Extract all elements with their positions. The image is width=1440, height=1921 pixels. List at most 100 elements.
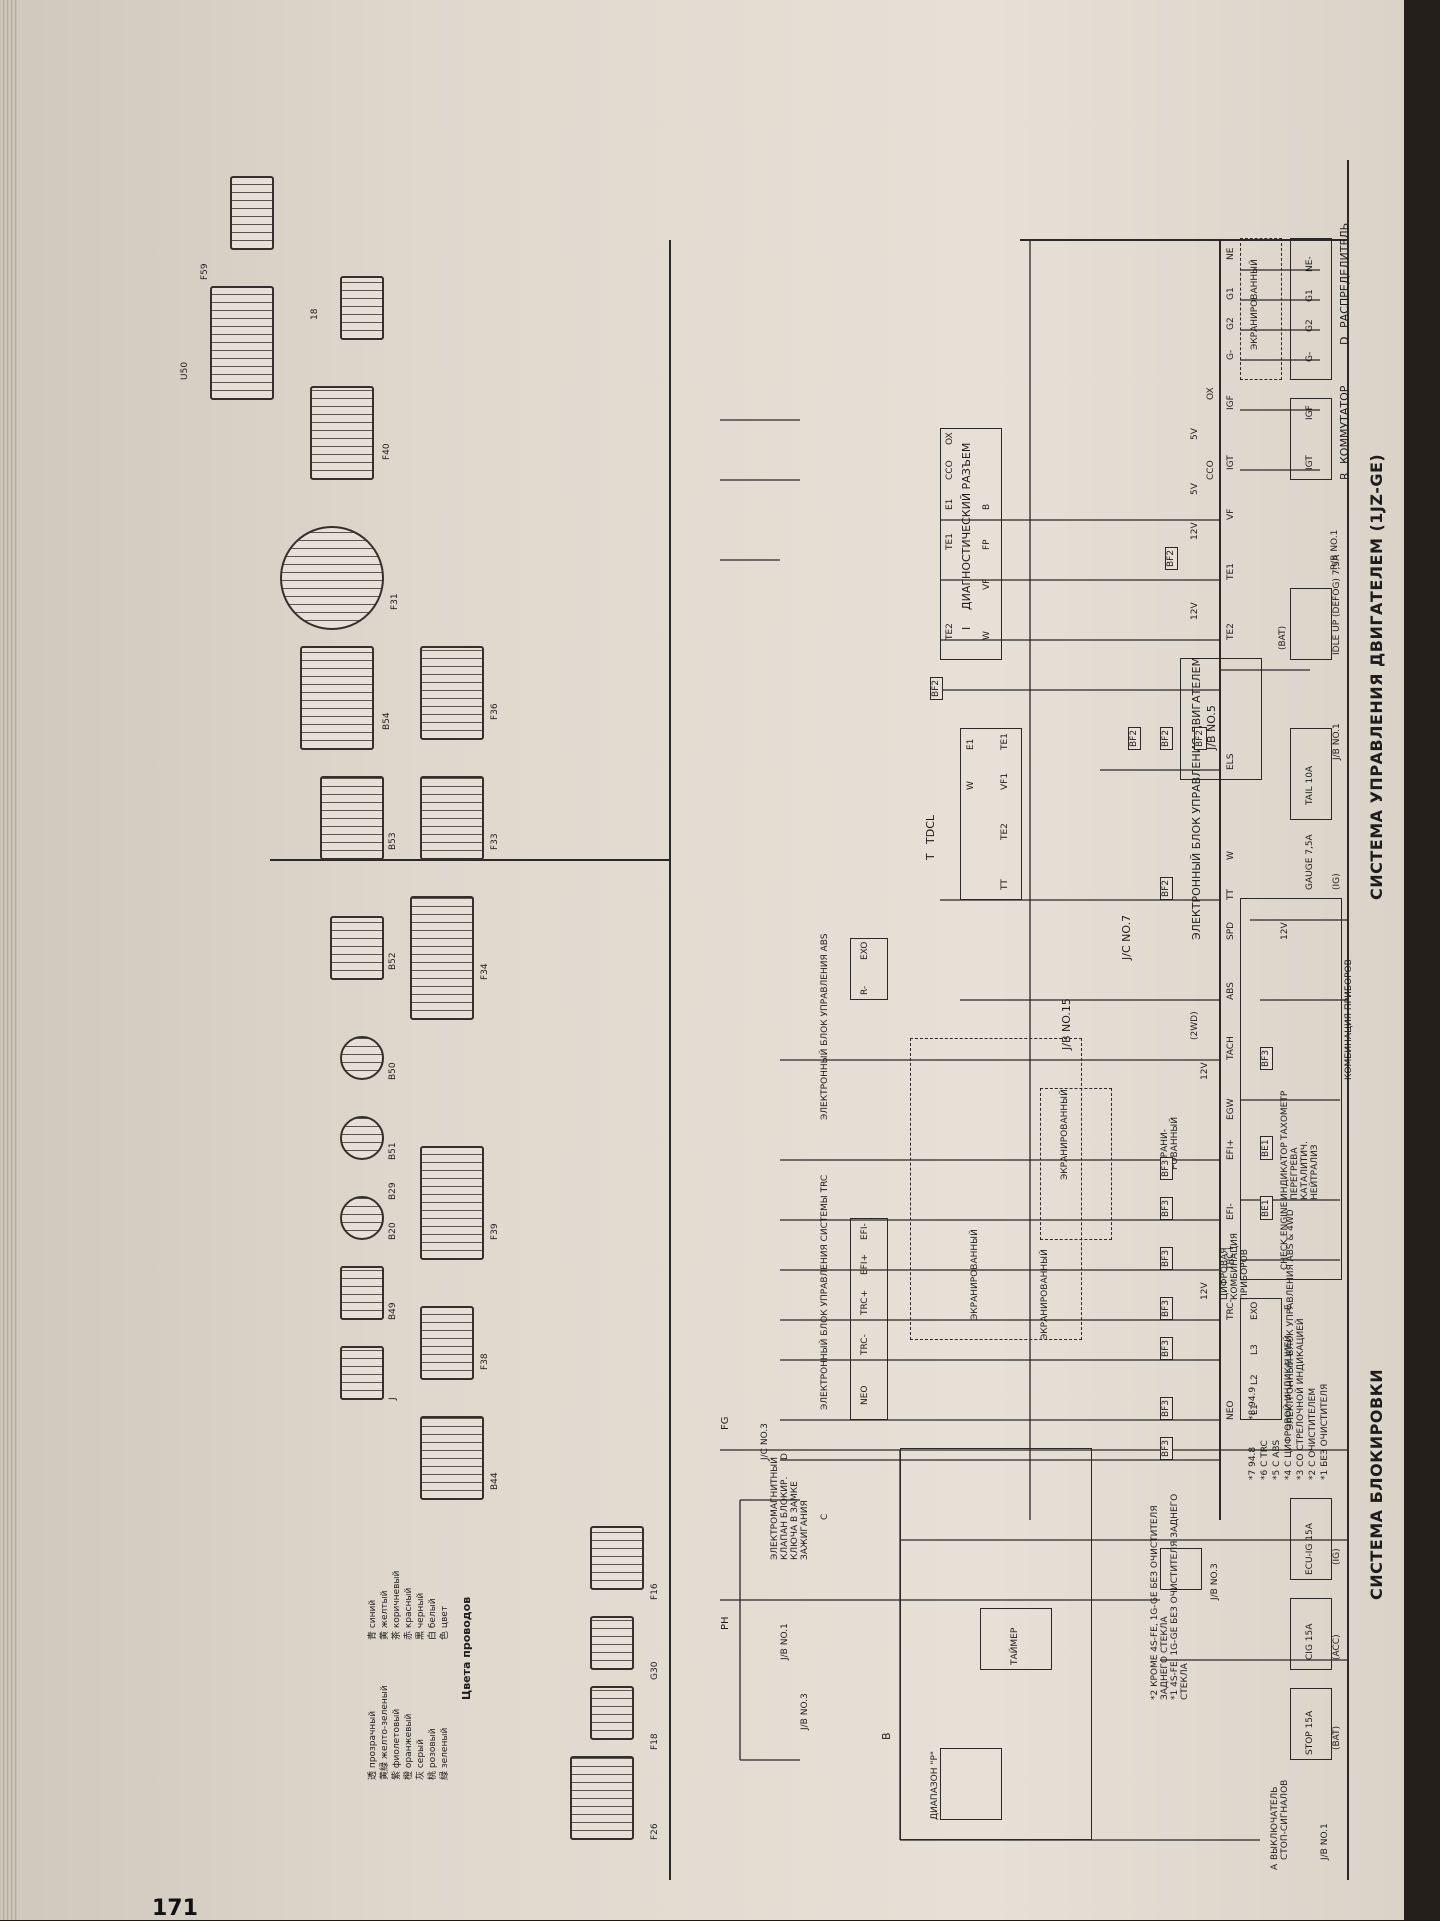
stop-switch-jb: J/B NO.1 xyxy=(1320,1823,1330,1860)
tdcl-pin: TT xyxy=(1000,879,1010,890)
trc-pin: TRC+ xyxy=(860,1289,870,1315)
wire-color-item: 橙 оранжевый xyxy=(404,1713,414,1780)
connector-code: B52 xyxy=(388,952,398,970)
bf-tag: BF3 xyxy=(1160,1156,1173,1180)
wire-color-item: 紫 фиолетовый xyxy=(392,1708,402,1780)
solenoid-letter: C xyxy=(820,1513,830,1520)
volt-label: 12V xyxy=(1200,1282,1210,1300)
bf-tag: BF2 xyxy=(1160,726,1173,750)
diag-pin: OX xyxy=(945,432,955,445)
connector-icon xyxy=(340,1116,384,1160)
connector-code: F40 xyxy=(382,443,392,460)
igniter-pin: IGT xyxy=(1305,455,1315,470)
tdcl-pin: E1 xyxy=(966,738,976,750)
diagram-sheet: СИСТЕМА УПРАВЛЕНИЯ ДВИГАТЕЛЕМ (1JZ-GE) D… xyxy=(160,120,1400,1900)
ecu-pin: CCO xyxy=(1206,460,1216,480)
ecu-pin: NEO xyxy=(1226,1400,1236,1420)
idle-fuse-label: IDLE UP (DEFOG) 7,5A xyxy=(1332,554,1342,655)
shield-box xyxy=(1240,238,1282,380)
connector-code: F34 xyxy=(480,963,490,980)
connector-code: B29 xyxy=(388,1182,398,1200)
note: *2 С ОЧИСТИТЕЛЕМ xyxy=(1308,1387,1318,1480)
ecu-pin: IGT xyxy=(1226,455,1236,470)
fuse-name: STOP 15A xyxy=(1305,1710,1315,1755)
ecu-pin: TRC+ xyxy=(1226,1244,1236,1270)
tdcl-box xyxy=(960,728,1022,900)
stop-switch-label: ВЫКЛЮЧАТЕЛЬ СТОП-СИГНАЛОВ xyxy=(1270,1779,1290,1860)
bf-tag: BF2 xyxy=(1128,726,1141,750)
ecu-pin: ABS xyxy=(1226,982,1236,1000)
bf-tag: BF2 xyxy=(1194,726,1207,750)
ecu-pin: EGW xyxy=(1226,1098,1236,1120)
lock-jb1: J/B NO.1 xyxy=(780,1623,790,1660)
wire-color-item: 黄緑 желто-зеленый xyxy=(380,1685,390,1780)
tdcl-letter: T xyxy=(924,853,937,860)
abs-ecu-letter: E xyxy=(1284,1304,1294,1310)
connector-code: F33 xyxy=(490,833,500,850)
tdcl-label: TDCL xyxy=(924,815,937,844)
note: *5 С ABS xyxy=(1272,1439,1282,1480)
wire-color-item: 青 синий xyxy=(368,1599,378,1640)
point-b: B xyxy=(880,1732,893,1740)
abs2-pin: EXO xyxy=(860,941,870,960)
igniter-letter: R xyxy=(1338,472,1351,480)
connector-code: B53 xyxy=(388,832,398,850)
twd-label: (2WD) xyxy=(1190,1011,1200,1040)
ecu-pin: IGF xyxy=(1226,395,1236,410)
connector-icon xyxy=(570,1756,634,1840)
fuse-name: CIG 15A xyxy=(1305,1623,1315,1660)
connector-icon xyxy=(420,1146,484,1260)
combination-meter-title: КОМБИНАЦИЯ ПРИБОРОВ xyxy=(1344,959,1354,1080)
volt-label: 12V xyxy=(1190,522,1200,540)
connector-icon xyxy=(230,176,274,250)
trc-pin: EFI+ xyxy=(860,1253,870,1275)
distributor-label: РАСПРЕДЕЛИТЕЛЬ xyxy=(1338,222,1351,328)
wire-color-item: 透 прозрачный xyxy=(368,1710,378,1780)
tdcl-pin: TE2 xyxy=(1000,823,1010,840)
trc-pin: NEO xyxy=(860,1385,870,1405)
shielded-label: ЭКРАНИРОВАННЫЙ xyxy=(970,1229,980,1320)
stop-switch-letter: A xyxy=(1270,1863,1280,1870)
connector-code: F36 xyxy=(490,703,500,720)
bf-tag: BF3 xyxy=(1160,1336,1173,1360)
volt-label: 12V xyxy=(1190,602,1200,620)
shielded-label: ЭКРАНИРОВАННЫЙ xyxy=(1060,1089,1070,1180)
jc3-label: J/C NO.3 xyxy=(760,1423,770,1460)
ecu-pin: TE2 xyxy=(1226,623,1236,640)
trc-pin: EFI- xyxy=(860,1223,870,1240)
diag-pin: W xyxy=(982,631,992,640)
ecu-pin: NE xyxy=(1226,247,1236,260)
distributor-pin: G- xyxy=(1305,351,1315,362)
bf-tag: BF3 xyxy=(1160,1246,1173,1270)
ecu-pin: TT xyxy=(1226,889,1236,900)
diag-pin: B xyxy=(982,503,992,510)
wire-color-item: 茶 коричневый xyxy=(392,1570,402,1640)
bf-tag: BF2 xyxy=(1165,546,1178,570)
shielded-label: ЭКРАНИРОВАННЫЙ xyxy=(1040,1249,1050,1340)
volt-label: 5V xyxy=(1190,428,1200,440)
rotated-diagram: СИСТЕМА УПРАВЛЕНИЯ ДВИГАТЕЛЕМ (1JZ-GE) D… xyxy=(160,120,1400,1900)
connector-icon xyxy=(590,1686,634,1740)
connector-code: F59 xyxy=(200,263,210,280)
tdcl-pin: VF1 xyxy=(1000,772,1010,790)
distributor-pin: G2 xyxy=(1305,319,1315,332)
note: *7 94.8 xyxy=(1248,1446,1258,1480)
lock-note: *2 КРОМЕ 4S-FE, 1G-GE БЕЗ ОЧИСТИТЕЛЯ ЗАД… xyxy=(1150,1505,1170,1700)
diag-pin: VF xyxy=(982,578,992,590)
connector-icon xyxy=(340,1346,384,1400)
idle-fuse-box xyxy=(1290,588,1332,660)
connector-icon xyxy=(330,916,384,980)
connector-icon xyxy=(420,1306,474,1380)
connector-icon xyxy=(310,386,374,480)
volt-label: 12V xyxy=(1200,1062,1210,1080)
gauge-fuse: GAUGE 7,5A xyxy=(1305,834,1315,890)
wiring-lines xyxy=(270,160,1349,1880)
ecu-pin: OX xyxy=(1206,387,1216,400)
manual-page: СИСТЕМА УПРАВЛЕНИЯ ДВИГАТЕЛЕМ (1JZ-GE) D… xyxy=(0,0,1404,1921)
connector-code: F39 xyxy=(490,1223,500,1240)
ecu-pin: SPD xyxy=(1226,921,1236,940)
bf-tag: BF3 xyxy=(1260,1046,1273,1070)
lock-section-title: СИСТЕМА БЛОКИРОВКИ xyxy=(1367,1368,1386,1600)
ecu-pin: G1 xyxy=(1226,287,1236,300)
page-stack-edge xyxy=(0,0,18,1920)
